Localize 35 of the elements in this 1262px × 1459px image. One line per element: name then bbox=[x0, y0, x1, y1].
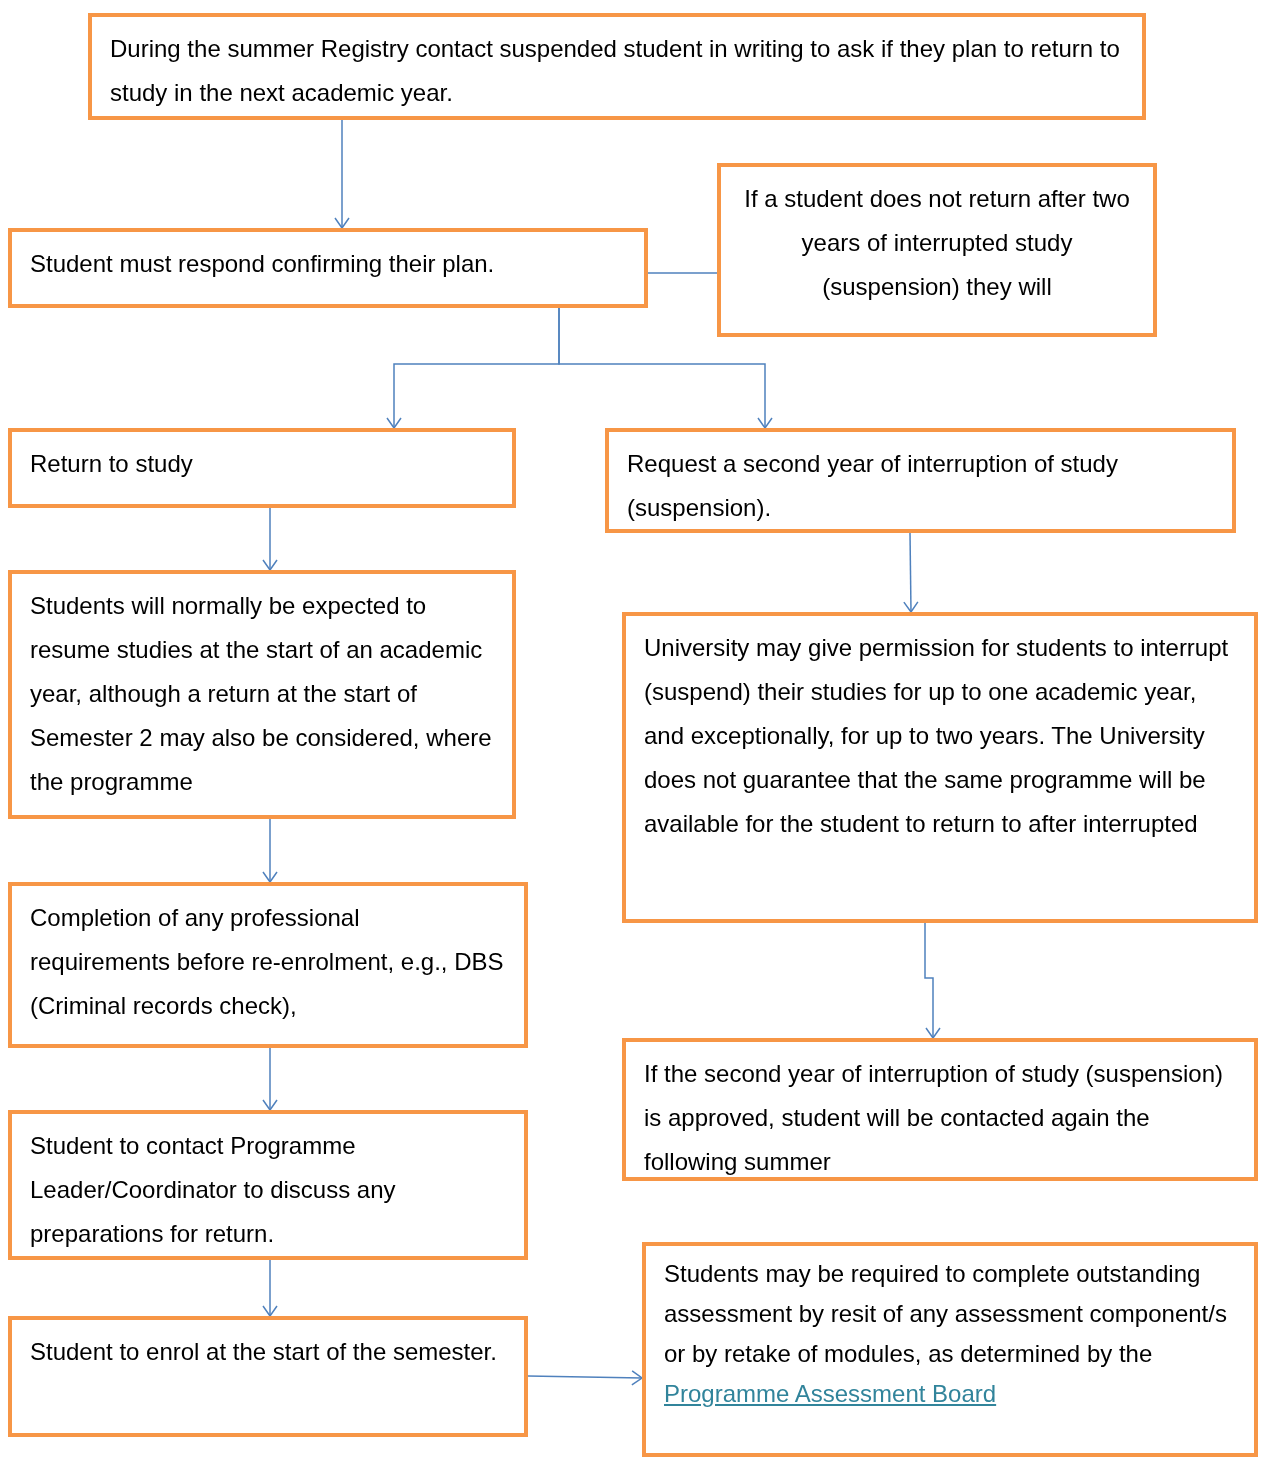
box-text: If a student does not return after two years of interrupted study (suspension) they will bbox=[743, 184, 1131, 302]
arrow bbox=[262, 1047, 278, 1111]
process-box bbox=[605, 428, 1236, 533]
box-text: Return to study bbox=[30, 449, 194, 479]
process-box bbox=[8, 1316, 528, 1437]
arrow bbox=[903, 532, 919, 613]
arrow bbox=[334, 119, 350, 229]
box-text: Student to contact Programme Leader/Coordinator to discuss any preparations for return. bbox=[30, 1131, 397, 1249]
arrow bbox=[527, 1370, 643, 1386]
process-box bbox=[717, 163, 1157, 337]
box-text: University may give permission for students to interrupt (suspend) their studies for up to one academic year, and exceptionally, for up to two years. The University does not guarantee that the same programme will be available for the student to return to after interrupted bbox=[644, 633, 1230, 839]
process-box bbox=[88, 13, 1146, 120]
arrow bbox=[262, 818, 278, 883]
process-box bbox=[622, 1038, 1258, 1181]
process-box bbox=[8, 1110, 528, 1260]
process-box bbox=[622, 612, 1258, 923]
arrow bbox=[558, 307, 773, 429]
process-box bbox=[8, 570, 516, 819]
process-box bbox=[642, 1242, 1258, 1457]
arrow bbox=[262, 507, 278, 571]
connector-line bbox=[647, 272, 718, 274]
process-box bbox=[8, 428, 516, 508]
box-text: Student to enrol at the start of the semester. bbox=[30, 1337, 498, 1367]
box-text: Students may be required to complete outstanding assessment by resit of any assessment component/s or by retake of modules, as determined by the bbox=[664, 1260, 1227, 1367]
box-text: Students will normally be expected to resume studies at the start of an academic year, although a return at the start of Semester 2 may also be considered, where the programme bbox=[30, 591, 493, 797]
box-text: Request a second year of interruption of study (suspension). bbox=[627, 449, 1119, 523]
process-box bbox=[8, 882, 528, 1048]
box-text: During the summer Registry contact suspended student in writing to ask if they plan to return to study in the next academic year. bbox=[110, 34, 1121, 108]
arrow bbox=[262, 1259, 278, 1317]
box-text: If the second year of interruption of study (suspension) is approved, student will be contacted again the following summer bbox=[644, 1059, 1224, 1177]
box-text: Student must respond confirming their plan. bbox=[30, 249, 496, 279]
text-link: Programme Assessment Board bbox=[664, 1380, 997, 1407]
process-box bbox=[8, 228, 648, 308]
arrow bbox=[924, 922, 941, 1039]
box-text: Completion of any professional requirements before re-enrolment, e.g., DBS (Criminal records check), bbox=[30, 903, 505, 1021]
